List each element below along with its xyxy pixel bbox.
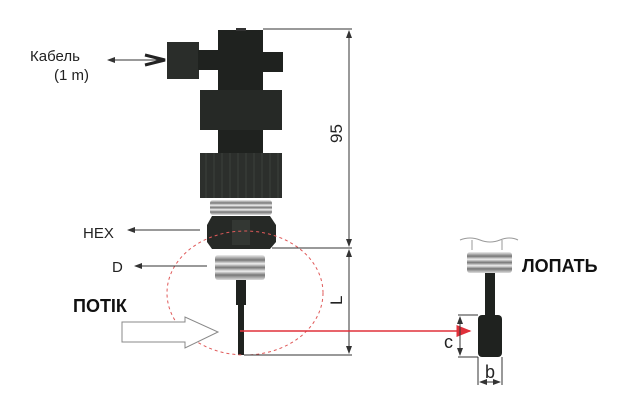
paddle-height-label: c: [444, 332, 453, 352]
d-thread: [215, 255, 265, 280]
paddle-width-label: b: [485, 362, 495, 382]
sensor-body: [167, 28, 283, 355]
height-dimension-label: 95: [327, 124, 346, 143]
hex-label: HEX: [83, 225, 114, 242]
dimension-lines: [107, 28, 352, 356]
cable-label: Кабель: [30, 48, 80, 65]
paddle-label: ЛОПАТЬ: [522, 256, 598, 276]
length-dimension-label: L: [327, 296, 346, 305]
flow-arrow-icon: [121, 316, 220, 349]
flow-label: ПОТІК: [73, 296, 128, 316]
d-label: D: [112, 259, 123, 276]
paddle-detail: [459, 237, 519, 357]
paddle-shaft: [238, 305, 244, 355]
upper-thread: [210, 200, 272, 215]
cable-length-label: (1 m): [54, 67, 89, 84]
